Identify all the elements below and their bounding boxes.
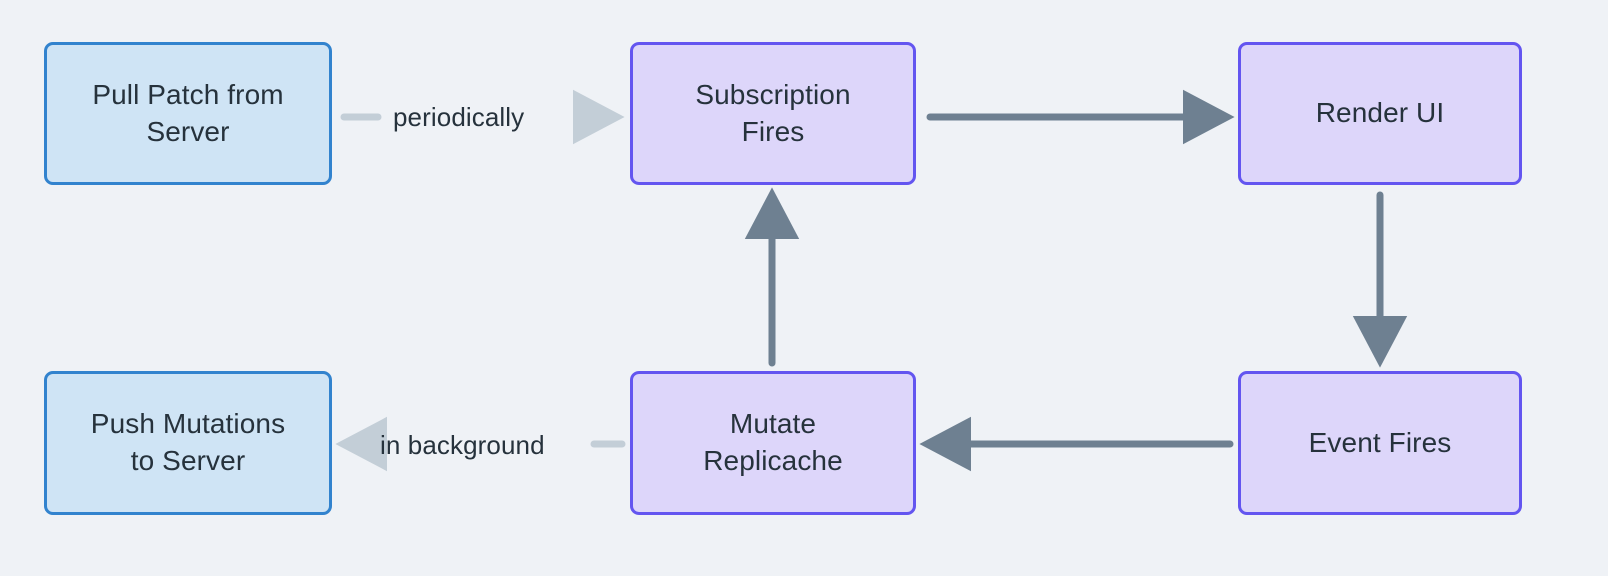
edge-label-in-background: in background (380, 430, 545, 460)
node-push-mutations-to-server[interactable]: Push Mutations to Server (44, 371, 332, 515)
edge-label-periodically: periodically (393, 102, 525, 132)
node-label: Subscription Fires (695, 78, 851, 147)
node-event-fires[interactable]: Event Fires (1238, 371, 1522, 515)
node-render-ui[interactable]: Render UI (1238, 42, 1522, 185)
node-pull-patch-from-server[interactable]: Pull Patch from Server (44, 42, 332, 185)
node-label: Mutate Replicache (703, 408, 843, 476)
node-label: Render UI (1315, 97, 1445, 129)
node-mutate-replicache[interactable]: Mutate Replicache (630, 371, 916, 515)
node-label: Pull Patch from Server (92, 78, 284, 147)
node-label: Push Mutations to Server (90, 408, 286, 476)
node-subscription-fires[interactable]: Subscription Fires (630, 42, 916, 185)
node-label: Event Fires (1308, 426, 1452, 458)
